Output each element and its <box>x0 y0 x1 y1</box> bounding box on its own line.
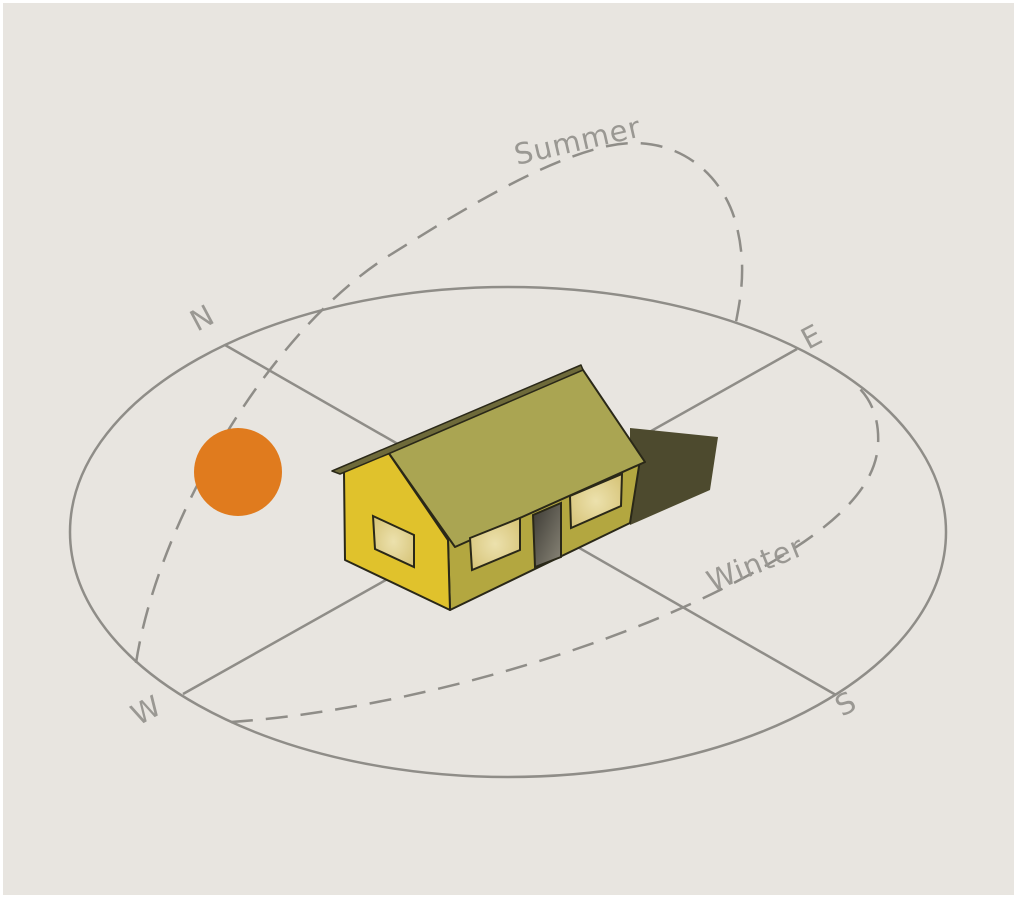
side-window-left <box>468 516 521 572</box>
house <box>331 364 646 611</box>
house-shadow <box>630 428 718 525</box>
roof-edge <box>331 364 584 475</box>
door <box>531 501 562 569</box>
sun <box>194 428 282 516</box>
winter-sun-path <box>230 380 880 724</box>
compass-ellipse <box>68 285 948 779</box>
side-window-right <box>568 472 624 530</box>
front-window <box>371 514 415 569</box>
